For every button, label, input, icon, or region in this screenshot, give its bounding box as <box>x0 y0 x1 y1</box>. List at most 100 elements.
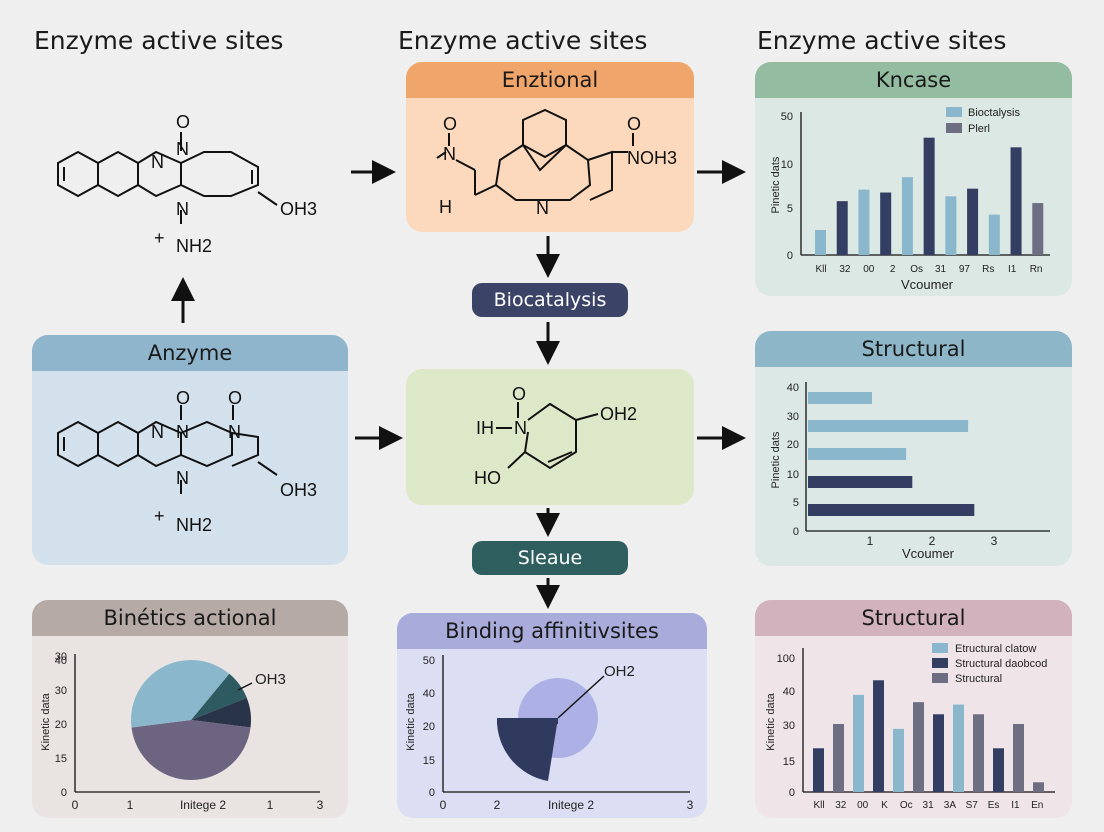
struct1-xtick: 3 <box>991 534 998 548</box>
kncase-bar <box>901 177 913 255</box>
kncase-ytick: 10 <box>781 159 793 171</box>
struct1-ytick: 5 <box>793 497 799 509</box>
struct1-bar <box>808 448 907 460</box>
ez-n-left: N <box>443 144 456 164</box>
tl-plus: + <box>154 228 165 248</box>
pie2-xtick: 0 <box>440 798 447 812</box>
struct2-bar <box>913 702 924 792</box>
pie1-ytick: 0 <box>61 787 67 799</box>
struct2-ytick: 0 <box>789 787 795 799</box>
pie1-xtick: 3 <box>317 798 324 812</box>
kncase-ylabel: Pinetic dats <box>770 156 782 213</box>
molecule-anzyme <box>57 405 278 494</box>
pie1-annotation: OH3 <box>255 671 286 688</box>
tl-n-right: N <box>176 139 189 159</box>
struct1-xtick: 1 <box>867 534 874 548</box>
struct1-xlabel: Vcoumer <box>902 546 955 561</box>
struct2-legend-swatch <box>932 658 948 668</box>
tl-o-top: O <box>176 112 190 132</box>
pie1-xtick: 0 <box>72 798 79 812</box>
pie2-ytick: 20 <box>423 721 435 733</box>
molecule-green <box>496 402 599 470</box>
binding-panel: Binding affinitivsites <box>397 613 707 818</box>
struct2-xtick: 32 <box>835 800 847 811</box>
kncase-panel-title: Kncase <box>755 62 1072 98</box>
struct2-bar <box>993 748 1004 792</box>
tl-oh3: OH3 <box>280 199 317 219</box>
gr-ho: HO <box>474 468 501 488</box>
pie2-annotation-line <box>557 675 605 719</box>
struct1-bar <box>808 392 872 404</box>
kncase-bar <box>880 192 892 255</box>
enztional-panel-title: Enztional <box>406 62 694 98</box>
gr-n: N <box>514 418 527 438</box>
kncase-ytick: 5 <box>787 203 793 215</box>
az-plus: + <box>154 506 165 526</box>
anzyme-panel: Anzyme <box>32 335 348 565</box>
az-o-top2: O <box>228 388 242 408</box>
kncase-bar <box>923 137 935 255</box>
struct2-bar <box>1033 782 1044 792</box>
kncase-bar <box>945 196 957 255</box>
struct2-bar <box>853 694 864 792</box>
struct2-legend-label: Etructural clatow <box>955 643 1036 655</box>
struct2-xtick: K <box>881 800 888 811</box>
struct2-bar <box>873 680 884 792</box>
struct2-ytick: 40 <box>783 686 795 698</box>
pie2-ytick: 0 <box>429 787 435 799</box>
kncase-xtick: Kll <box>815 264 826 275</box>
sleaue-pill: Sleaue <box>472 541 628 575</box>
kncase-bar <box>967 188 979 255</box>
struct1-xtick: 2 <box>929 534 936 548</box>
kncase-xtick: I1 <box>1008 264 1017 275</box>
kncase-bar <box>836 201 848 255</box>
kncase-xtick: Os <box>910 264 923 275</box>
ez-o-right: O <box>627 114 641 134</box>
pie1-ylabel: Kinetic data <box>40 692 52 750</box>
kncase-xtick: Rs <box>982 264 994 275</box>
pie1-ytick: 15 <box>55 753 67 765</box>
pie1-xtick: 1 <box>267 798 274 812</box>
struct2-ytick: 15 <box>783 756 795 768</box>
struct1-bar <box>808 504 975 516</box>
struct2-xtick: En <box>1031 800 1043 811</box>
pie2-wedge-top <box>497 718 558 724</box>
binding-panel-title: Binding affinitivsites <box>397 613 707 649</box>
pie1-xtick: 1 <box>127 798 134 812</box>
struct2-xtick: Kll <box>813 800 824 811</box>
struct2-bar <box>953 704 964 792</box>
left-column-title: Enzyme active sites <box>34 26 284 55</box>
pie1-slice <box>131 720 251 781</box>
pie2-wedge <box>496 718 558 781</box>
struct2-xtick: 3A <box>944 800 957 811</box>
pie1-slice <box>130 659 230 728</box>
anzyme-panel-title: Anzyme <box>32 335 348 371</box>
pie2-ytick: 15 <box>423 755 435 767</box>
kncase-xtick: 32 <box>839 264 851 275</box>
struct2-ytick: 100 <box>777 653 795 665</box>
binetics-panel: Binétics actional <box>32 600 348 818</box>
struct1-ytick: 10 <box>787 469 799 481</box>
az-nh2: NH2 <box>176 515 212 535</box>
struct2-xtick: Es <box>988 800 1000 811</box>
pie2-xtick: 3 <box>687 798 694 812</box>
struct2-xtick: 00 <box>857 800 869 811</box>
binetics-panel-title: Binétics actional <box>32 600 348 636</box>
struct2-ylabel: Kinetic data <box>765 692 777 750</box>
kncase-xtick: 31 <box>935 264 947 275</box>
pie1-xtick: Initege 2 <box>180 798 226 812</box>
struct1-ytick: 30 <box>787 411 799 423</box>
struct2-xtick: I1 <box>1011 800 1020 811</box>
kncase-xtick: Rn <box>1030 264 1043 275</box>
gr-oh2: OH2 <box>600 404 637 424</box>
ez-o-left: O <box>443 114 457 134</box>
pie1-slice <box>191 697 252 728</box>
struct1-ylabel: Pinetic dats <box>770 431 782 488</box>
biocatalysis-pill: Biocatalysis <box>472 283 628 317</box>
pie2-ytick: 40 <box>423 688 435 700</box>
struct2-bar <box>973 714 984 792</box>
gr-ih: IH <box>476 418 494 438</box>
